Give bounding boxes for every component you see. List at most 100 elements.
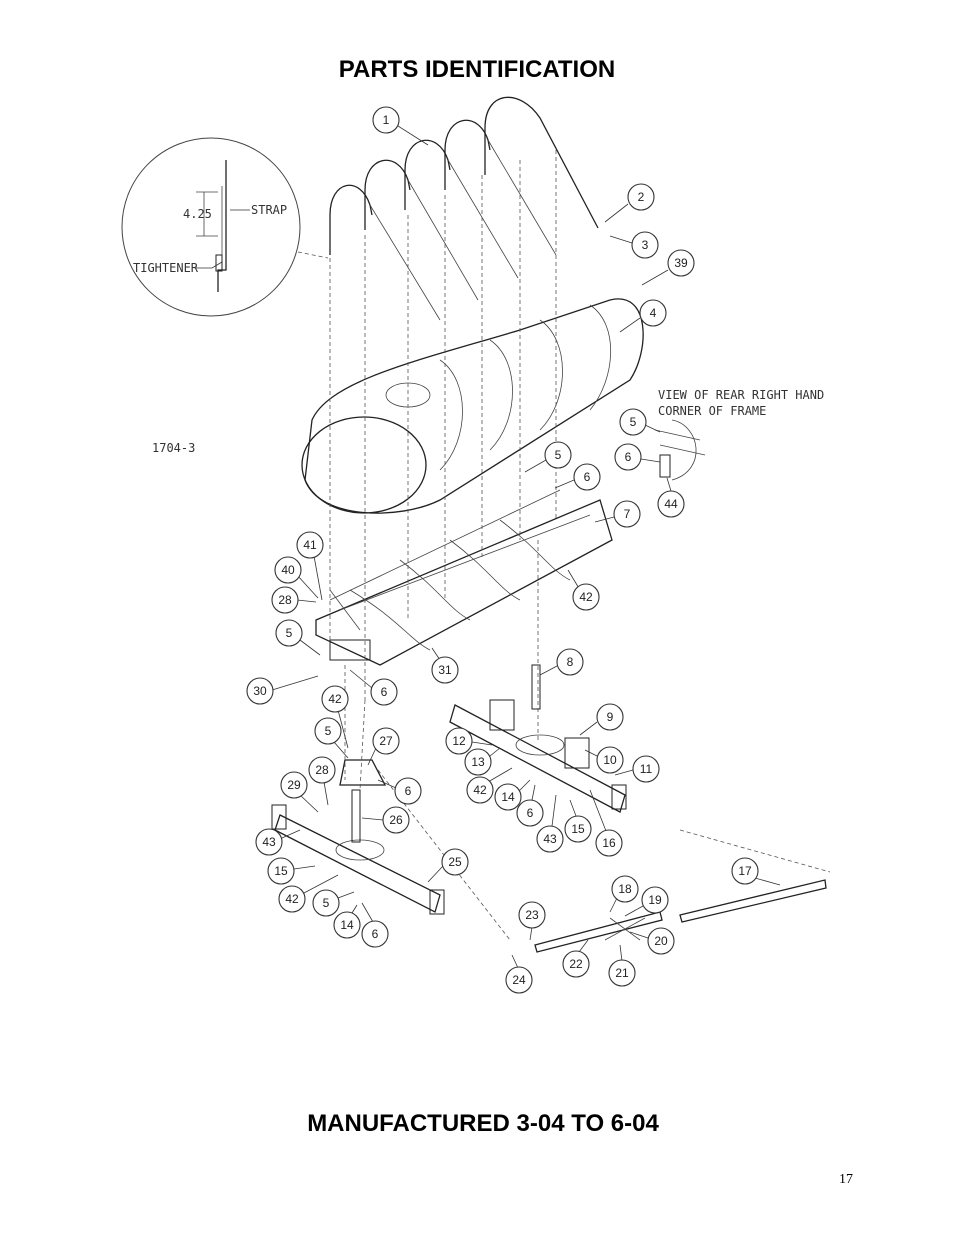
callout-31: 31 (431, 647, 459, 684)
drawing-id: 1704-3 (152, 441, 195, 455)
callout-43-a: 43 (536, 794, 564, 853)
callout-16: 16 (589, 789, 623, 857)
svg-text:17: 17 (738, 864, 752, 878)
callout-5-a: 5 (619, 408, 661, 436)
svg-text:21: 21 (615, 966, 629, 980)
svg-text:43: 43 (543, 832, 557, 846)
callout-41: 41 (296, 531, 324, 601)
callout-2: 2 (604, 183, 655, 223)
dimension-label: 4.25 (183, 207, 212, 221)
svg-text:27: 27 (379, 734, 393, 748)
svg-text:1: 1 (383, 113, 390, 127)
callout-11: 11 (614, 755, 660, 783)
callout-10: 10 (584, 746, 624, 774)
svg-text:6: 6 (625, 450, 632, 464)
svg-text:10: 10 (603, 753, 617, 767)
svg-text:5: 5 (555, 448, 562, 462)
svg-text:14: 14 (340, 918, 354, 932)
svg-text:4: 4 (650, 306, 657, 320)
callout-13: 13 (464, 747, 501, 776)
callout-6-e: 6 (516, 784, 544, 827)
rear-corner-detail (654, 419, 706, 481)
footer-title: MANUFACTURED 3-04 TO 6-04 (307, 1110, 659, 1137)
svg-text:41: 41 (303, 538, 317, 552)
callout-1: 1 (372, 106, 429, 146)
svg-text:42: 42 (285, 892, 299, 906)
callout-5-d: 5 (314, 717, 349, 759)
callout-28-a: 28 (271, 586, 317, 614)
svg-text:25: 25 (448, 855, 462, 869)
svg-text:20: 20 (654, 934, 668, 948)
strap-label: STRAP (251, 203, 287, 217)
svg-text:5: 5 (630, 415, 637, 429)
callouts: 1 2 3 39 4 5 6 44 5 6 7 41 40 28 42 5 31… (246, 106, 781, 994)
callout-42-a: 42 (567, 569, 600, 611)
callout-6-d: 6 (377, 777, 422, 805)
svg-text:7: 7 (624, 507, 631, 521)
svg-text:5: 5 (323, 896, 330, 910)
svg-text:30: 30 (253, 684, 267, 698)
svg-text:28: 28 (315, 763, 329, 777)
front-axle (271, 759, 445, 915)
callout-5-b: 5 (524, 441, 572, 473)
callout-25: 25 (427, 848, 469, 883)
callout-3: 3 (609, 231, 659, 259)
callout-44: 44 (657, 477, 685, 518)
callout-27: 27 (367, 727, 400, 766)
callout-7: 7 (594, 500, 641, 528)
svg-text:16: 16 (602, 836, 616, 850)
callout-23: 23 (518, 901, 546, 941)
callout-39: 39 (641, 249, 695, 286)
callout-40: 40 (274, 556, 319, 599)
svg-text:19: 19 (648, 893, 662, 907)
callout-8: 8 (539, 648, 584, 676)
svg-text:6: 6 (584, 470, 591, 484)
svg-text:9: 9 (607, 710, 614, 724)
svg-text:44: 44 (664, 497, 678, 511)
callout-42-b: 42 (321, 685, 349, 749)
callout-21: 21 (608, 944, 636, 987)
svg-text:40: 40 (281, 563, 295, 577)
callout-22: 22 (562, 939, 590, 978)
svg-text:3: 3 (642, 238, 649, 252)
svg-text:28: 28 (278, 593, 292, 607)
callout-5-e: 5 (312, 889, 355, 917)
svg-text:15: 15 (571, 822, 585, 836)
svg-text:11: 11 (640, 762, 653, 776)
frame (315, 489, 613, 666)
callout-6-a: 6 (614, 443, 661, 471)
svg-text:14: 14 (501, 790, 515, 804)
callout-6-b: 6 (554, 463, 601, 491)
callout-19: 19 (624, 886, 669, 917)
callout-15-a: 15 (564, 799, 592, 843)
callout-17: 17 (731, 857, 781, 886)
svg-text:26: 26 (389, 813, 403, 827)
callout-24: 24 (505, 954, 533, 994)
callout-42-c: 42 (466, 767, 513, 804)
callout-30: 30 (246, 675, 319, 705)
svg-text:12: 12 (452, 734, 466, 748)
callout-4: 4 (619, 299, 667, 333)
rear-axle (449, 664, 627, 813)
page-title: PARTS IDENTIFICATION (338, 56, 616, 83)
callout-20: 20 (629, 927, 675, 955)
tank-straps (329, 96, 599, 321)
strap-detail: 4.25 STRAP TIGHTENER (121, 137, 329, 317)
svg-text:31: 31 (438, 663, 452, 677)
svg-text:2: 2 (638, 190, 645, 204)
callout-14-b: 14 (333, 904, 361, 939)
svg-text:6: 6 (372, 927, 379, 941)
callout-28-b: 28 (308, 756, 336, 806)
callout-43-b: 43 (255, 828, 301, 856)
svg-text:39: 39 (674, 256, 688, 270)
svg-text:42: 42 (473, 783, 487, 797)
svg-text:42: 42 (579, 590, 593, 604)
tightener-label: TIGHTENER (133, 261, 199, 275)
callout-6-f: 6 (361, 902, 389, 948)
page-number: 17 (839, 1172, 853, 1187)
callout-14-a: 14 (494, 779, 531, 811)
svg-text:13: 13 (471, 755, 485, 769)
svg-text:42: 42 (328, 692, 342, 706)
callout-18: 18 (609, 875, 639, 913)
